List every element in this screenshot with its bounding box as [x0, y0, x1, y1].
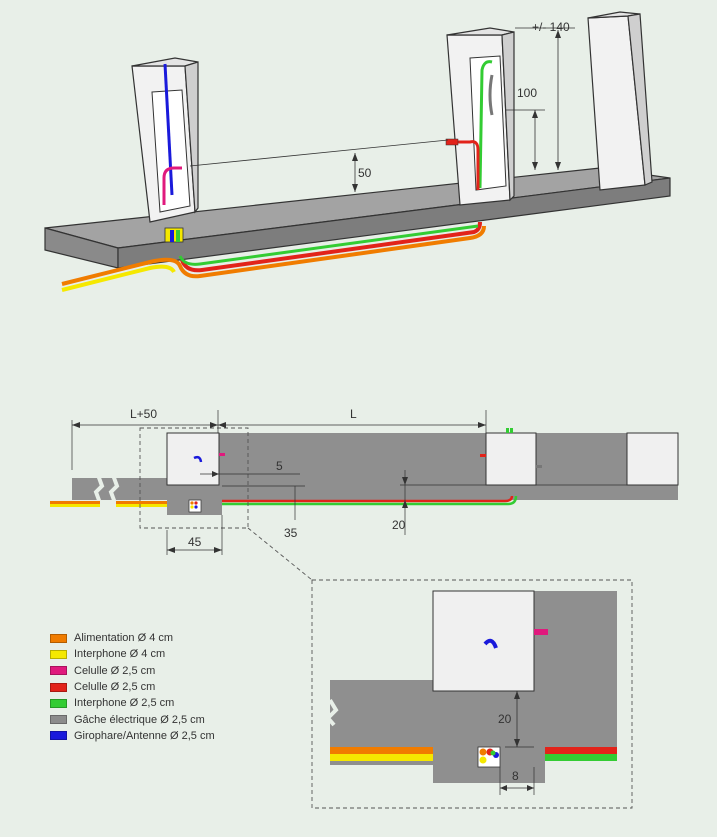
- legend-item-alimentation: Alimentation Ø 4 cm: [50, 630, 215, 646]
- legend-item-interphone-4: Interphone Ø 4 cm: [50, 646, 215, 662]
- dim-l50-label: L+50: [130, 407, 157, 421]
- legend-swatch: [50, 666, 67, 676]
- dim-8-label: 8: [512, 769, 519, 783]
- legend-swatch: [50, 682, 67, 692]
- dim-35-label: 35: [284, 526, 298, 540]
- dim-45-label: 45: [188, 535, 202, 549]
- dim-20-detail-label: 20: [498, 712, 512, 726]
- dim-140-label: +/- 140: [532, 20, 570, 34]
- dim-l-label: L: [350, 407, 357, 421]
- legend-label: Celulle Ø 2,5 cm: [74, 664, 156, 677]
- legend-label: Interphone Ø 4 cm: [74, 648, 166, 661]
- legend-swatch: [50, 633, 67, 643]
- detail-pillar: [432, 590, 535, 692]
- legend-swatch: [50, 698, 67, 708]
- dim-5-label: 5: [276, 459, 283, 473]
- legend-item-celulle-pink: Celulle Ø 2,5 cm: [50, 663, 215, 679]
- legend: Alimentation Ø 4 cm Interphone Ø 4 cm Ce…: [50, 630, 215, 744]
- legend-item-celulle-red: Celulle Ø 2,5 cm: [50, 679, 215, 695]
- dim-100-label: 100: [517, 86, 537, 100]
- legend-item-girophare: Girophare/Antenne Ø 2,5 cm: [50, 728, 215, 744]
- conduit-orange-3d: [61, 225, 486, 286]
- interphone-conduit-right: [478, 60, 493, 189]
- legend-item-gache: Gâche électrique Ø 2,5 cm: [50, 711, 215, 727]
- dim-50-label: 50: [358, 166, 372, 180]
- legend-swatch: [50, 731, 67, 741]
- legend-label: Gâche électrique Ø 2,5 cm: [74, 713, 205, 726]
- detail-view: 20 8: [311, 579, 633, 809]
- cell-conduit-left: [162, 166, 182, 205]
- dim-20-plan-label: 20: [392, 518, 406, 532]
- plan-far-pillar: [626, 432, 679, 486]
- cell-conduit-right: [458, 140, 480, 190]
- left-pillar-side: [184, 61, 199, 214]
- conduit-yellow-3d: [61, 264, 176, 292]
- legend-label: Girophare/Antenne Ø 2,5 cm: [74, 729, 215, 742]
- legend-label: Interphone Ø 2,5 cm: [74, 697, 175, 710]
- legend-item-interphone-25: Interphone Ø 2,5 cm: [50, 695, 215, 711]
- plan-left-pillar: [166, 432, 220, 486]
- legend-swatch: [50, 715, 67, 725]
- legend-swatch: [50, 649, 67, 659]
- antenna-conduit: [163, 63, 174, 196]
- plan-right-pillar: [485, 432, 537, 486]
- legend-label: Alimentation Ø 4 cm: [74, 632, 174, 645]
- plan-view: L+50 L 5 35 20 45: [50, 407, 679, 581]
- right-pillar-cavity: [469, 55, 507, 191]
- legend-label: Celulle Ø 2,5 cm: [74, 681, 156, 694]
- isometric-view: +/- 140 100 50: [44, 11, 671, 292]
- conduit-green-3d: [178, 224, 479, 266]
- right-pillar-side: [501, 31, 515, 202]
- tall-pillar-side: [627, 13, 653, 186]
- strike-conduit-right: [488, 74, 494, 116]
- conduit-red-3d: [180, 221, 482, 273]
